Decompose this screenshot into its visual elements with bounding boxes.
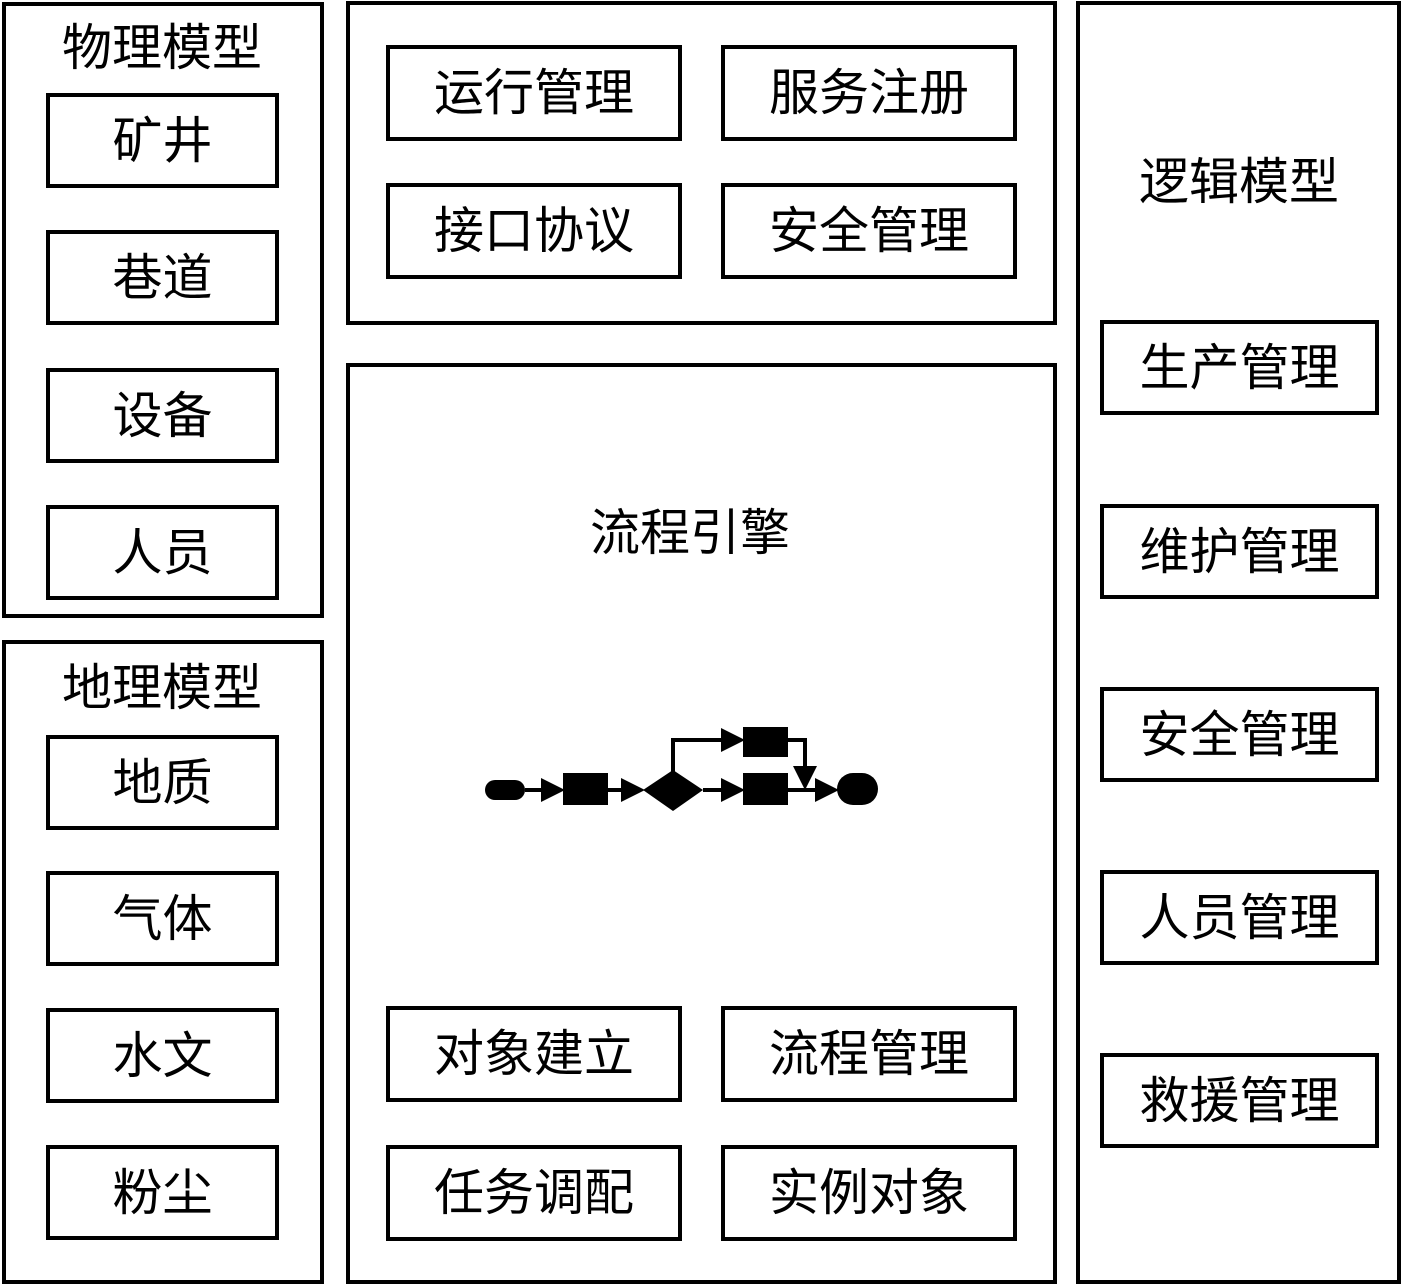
engine-instance-object: 实例对象 <box>721 1145 1017 1241</box>
flow-start-node <box>485 780 525 800</box>
geo-item-hydrology: 水文 <box>46 1008 279 1103</box>
geographic-model-panel <box>2 640 324 1284</box>
logic-model-title: 逻辑模型 <box>1139 153 1339 211</box>
flow-process-node <box>743 773 788 805</box>
process-engine-panel <box>346 363 1057 1284</box>
geo-item-gas: 气体 <box>46 871 279 966</box>
physical-item-tunnel: 巷道 <box>46 230 279 325</box>
service-operation-management: 运行管理 <box>386 45 682 141</box>
geographic-model-title: 地理模型 <box>62 659 262 717</box>
logic-item-safety: 安全管理 <box>1100 687 1379 782</box>
engine-process-management: 流程管理 <box>721 1006 1017 1102</box>
service-registration: 服务注册 <box>721 45 1017 141</box>
engine-task-dispatch: 任务调配 <box>386 1145 682 1241</box>
physical-item-mine: 矿井 <box>46 93 279 188</box>
flow-process-node <box>563 773 608 805</box>
flow-arrow <box>671 728 745 772</box>
geo-item-geology: 地质 <box>46 735 279 830</box>
flow-decision-node <box>643 770 703 811</box>
flow-arrow <box>788 738 817 790</box>
logic-item-production: 生产管理 <box>1100 320 1379 415</box>
service-interface-protocol: 接口协议 <box>386 183 682 279</box>
physical-model-panel <box>2 2 324 618</box>
physical-model-title: 物理模型 <box>62 19 262 77</box>
services-panel <box>346 1 1057 325</box>
logic-model-panel <box>1076 1 1401 1284</box>
physical-item-personnel: 人员 <box>46 505 279 600</box>
logic-item-maintenance: 维护管理 <box>1100 504 1379 599</box>
process-engine-title: 流程引擎 <box>590 504 790 562</box>
logic-item-personnel: 人员管理 <box>1100 870 1379 965</box>
geo-item-dust: 粉尘 <box>46 1145 279 1240</box>
service-security-management: 安全管理 <box>721 183 1017 279</box>
flow-process-node <box>743 727 788 757</box>
physical-item-equipment: 设备 <box>46 368 279 463</box>
logic-item-rescue: 救援管理 <box>1100 1053 1379 1148</box>
flow-end-node <box>837 773 878 805</box>
flowchart-icon <box>485 727 878 811</box>
engine-object-creation: 对象建立 <box>386 1006 682 1102</box>
